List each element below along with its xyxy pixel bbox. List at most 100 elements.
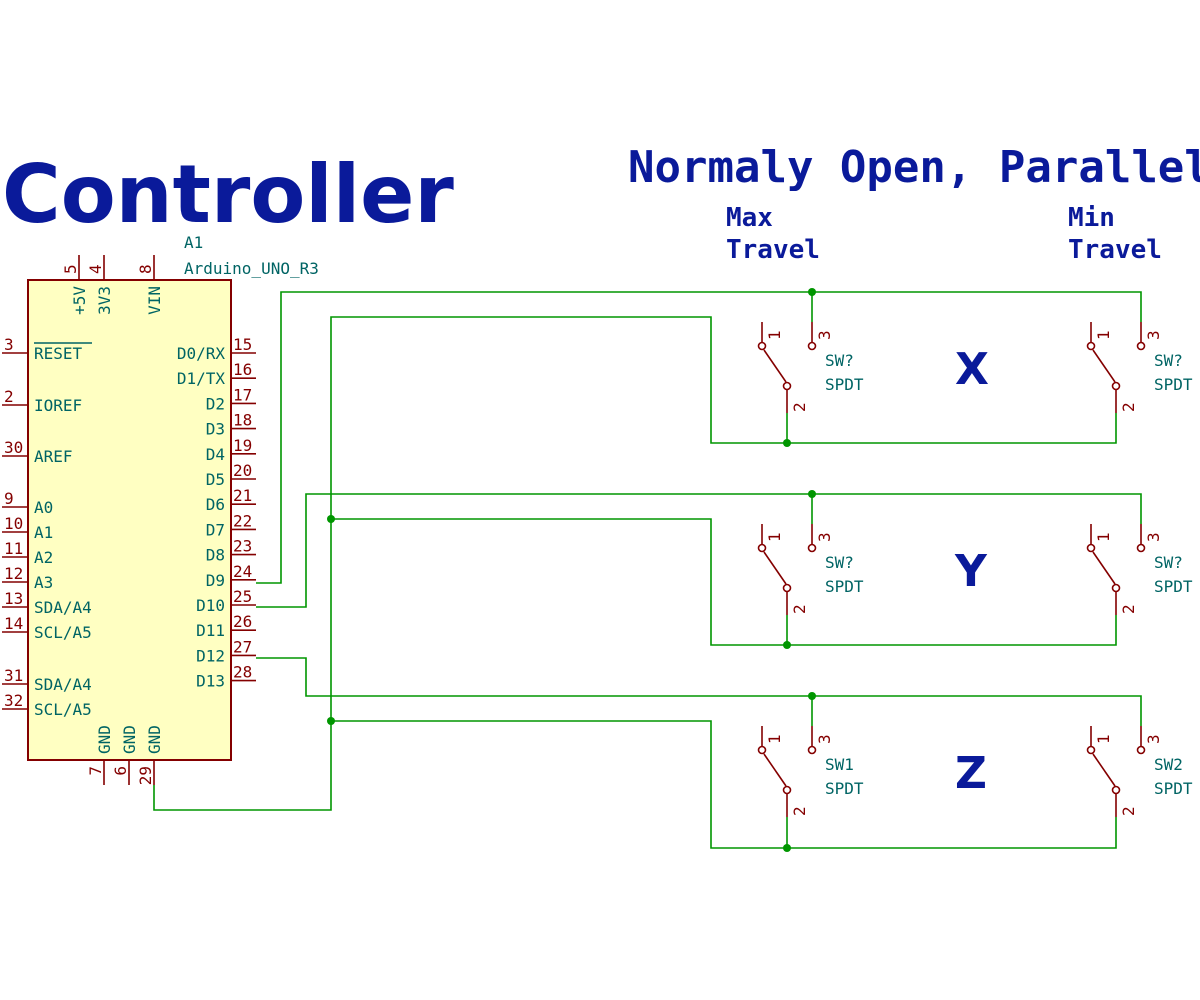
wires — [153, 291, 1142, 849]
arduino-value: Arduino_UNO_R3 — [184, 259, 319, 278]
arduino-ref: A1 — [184, 233, 203, 252]
arduino-top-pin-number: 4 — [86, 264, 105, 274]
switch-pin3-number: 3 — [1144, 734, 1163, 744]
arduino-right-pin-number: 22 — [233, 511, 252, 530]
arduino-right-pin-number: 24 — [233, 562, 252, 581]
arduino-right-pin-name: D12 — [196, 646, 225, 665]
switch-ref: SW? — [825, 351, 854, 370]
min-travel-line2: Travel — [1068, 235, 1162, 265]
arduino-right-pin-name: D7 — [206, 520, 225, 539]
junctions — [327, 288, 816, 852]
junction-z-top — [808, 692, 816, 700]
switch-pin1-number: 1 — [765, 532, 784, 542]
switch-blade — [763, 349, 787, 383]
max-travel-line2: Travel — [726, 235, 820, 265]
arduino-bottom-pin-number: 29 — [136, 766, 155, 785]
switch-contact-1 — [1086, 543, 1096, 553]
switch-pin3-number: 3 — [1144, 532, 1163, 542]
switch-pin2-number: 2 — [790, 604, 809, 614]
arduino-right-pin-number: 21 — [233, 486, 252, 505]
switch-pin1-number: 1 — [765, 330, 784, 340]
switch-value: SPDT — [825, 577, 864, 596]
axis-label-z: Z — [955, 748, 987, 799]
arduino-left-pin-name: RESET — [34, 344, 83, 363]
arduino-right-pin-number: 28 — [233, 663, 252, 682]
arduino-right-pin-name: D13 — [196, 672, 225, 691]
arduino-right-pin-name: D1/TX — [177, 369, 226, 388]
switch-pin2-number: 2 — [790, 806, 809, 816]
switch-contact-3 — [807, 543, 817, 553]
arduino-left-pin-number: 10 — [4, 514, 23, 533]
arduino-right-pin-number: 20 — [233, 461, 252, 480]
switch-blade — [1092, 753, 1116, 787]
junction-gnd-y — [327, 515, 335, 523]
arduino-left-pin-name: SDA/A4 — [34, 598, 92, 617]
min-travel-line1: Min — [1068, 203, 1115, 233]
switch-contact-1 — [757, 341, 767, 351]
arduino-left-pin-number: 32 — [4, 691, 23, 710]
switch-pin1-number: 1 — [1094, 330, 1113, 340]
switch-contact-1 — [757, 543, 767, 553]
arduino-left-pin-number: 31 — [4, 666, 23, 685]
switch-ref: SW? — [825, 553, 854, 572]
arduino-right-pin-number: 18 — [233, 411, 252, 430]
switch-ref: SW2 — [1154, 755, 1183, 774]
arduino-left-pin-number: 2 — [4, 387, 14, 406]
switch-pin1-number: 1 — [1094, 734, 1113, 744]
switch-pin3-number: 3 — [815, 734, 834, 744]
wire-d10-y-common — [256, 493, 1142, 608]
switch-blade — [763, 753, 787, 787]
switch-contact-1 — [1086, 341, 1096, 351]
switch-contact-3 — [1136, 341, 1146, 351]
arduino-right-pin-name: D3 — [206, 420, 225, 439]
junction-x-bottom — [783, 439, 791, 447]
arduino-right-pin-name: D5 — [206, 470, 225, 489]
arduino-left-pin-name: A0 — [34, 498, 53, 517]
arduino-bottom-pin-number: 6 — [111, 766, 130, 776]
junction-z-bottom — [783, 844, 791, 852]
switch-contact-3 — [807, 341, 817, 351]
arduino-bottom-pin-name: GND — [95, 725, 114, 754]
schematic-heading: Normaly Open, Parallel — [628, 142, 1200, 193]
junction-y-top — [808, 490, 816, 498]
arduino-left-pin-name: A1 — [34, 523, 53, 542]
switch-contact-2 — [1111, 785, 1121, 795]
switch-value: SPDT — [825, 779, 864, 798]
switch-value: SPDT — [825, 375, 864, 394]
wire-d12-z-common — [256, 657, 1142, 726]
arduino-right-pin-name: D2 — [206, 394, 225, 413]
arduino-left-pin-number: 13 — [4, 589, 23, 608]
switch-ref: SW? — [1154, 351, 1183, 370]
arduino-left-pin-name: SDA/A4 — [34, 675, 92, 694]
switch-contact-1 — [1086, 745, 1096, 755]
switch-contact-3 — [807, 745, 817, 755]
arduino-left-pin-number: 3 — [4, 335, 14, 354]
arduino-left-pin-name: SCL/A5 — [34, 623, 92, 642]
switch-value: SPDT — [1154, 577, 1193, 596]
arduino-left-pin-number: 11 — [4, 539, 23, 558]
arduino-left-pin-number: 12 — [4, 564, 23, 583]
arduino-left-pin-name: SCL/A5 — [34, 700, 92, 719]
arduino-left-pin-number: 9 — [4, 489, 14, 508]
arduino-bottom-pin-name: GND — [145, 725, 164, 754]
switch-contact-2 — [1111, 583, 1121, 593]
arduino-right-pin-name: D0/RX — [177, 344, 226, 363]
arduino-top-pin-name: 3V3 — [95, 286, 114, 315]
switch-blade — [763, 551, 787, 585]
switch-contact-2 — [782, 583, 792, 593]
arduino-left-pin-number: 14 — [4, 614, 23, 633]
switch-contact-2 — [782, 381, 792, 391]
switch-pin1-number: 1 — [765, 734, 784, 744]
junction-gnd-z — [327, 717, 335, 725]
arduino-right-pin-number: 27 — [233, 637, 252, 656]
arduino-right-pin-number: 19 — [233, 436, 252, 455]
arduino-right-pin-number: 17 — [233, 385, 252, 404]
arduino-right-pin-name: D8 — [206, 546, 225, 565]
